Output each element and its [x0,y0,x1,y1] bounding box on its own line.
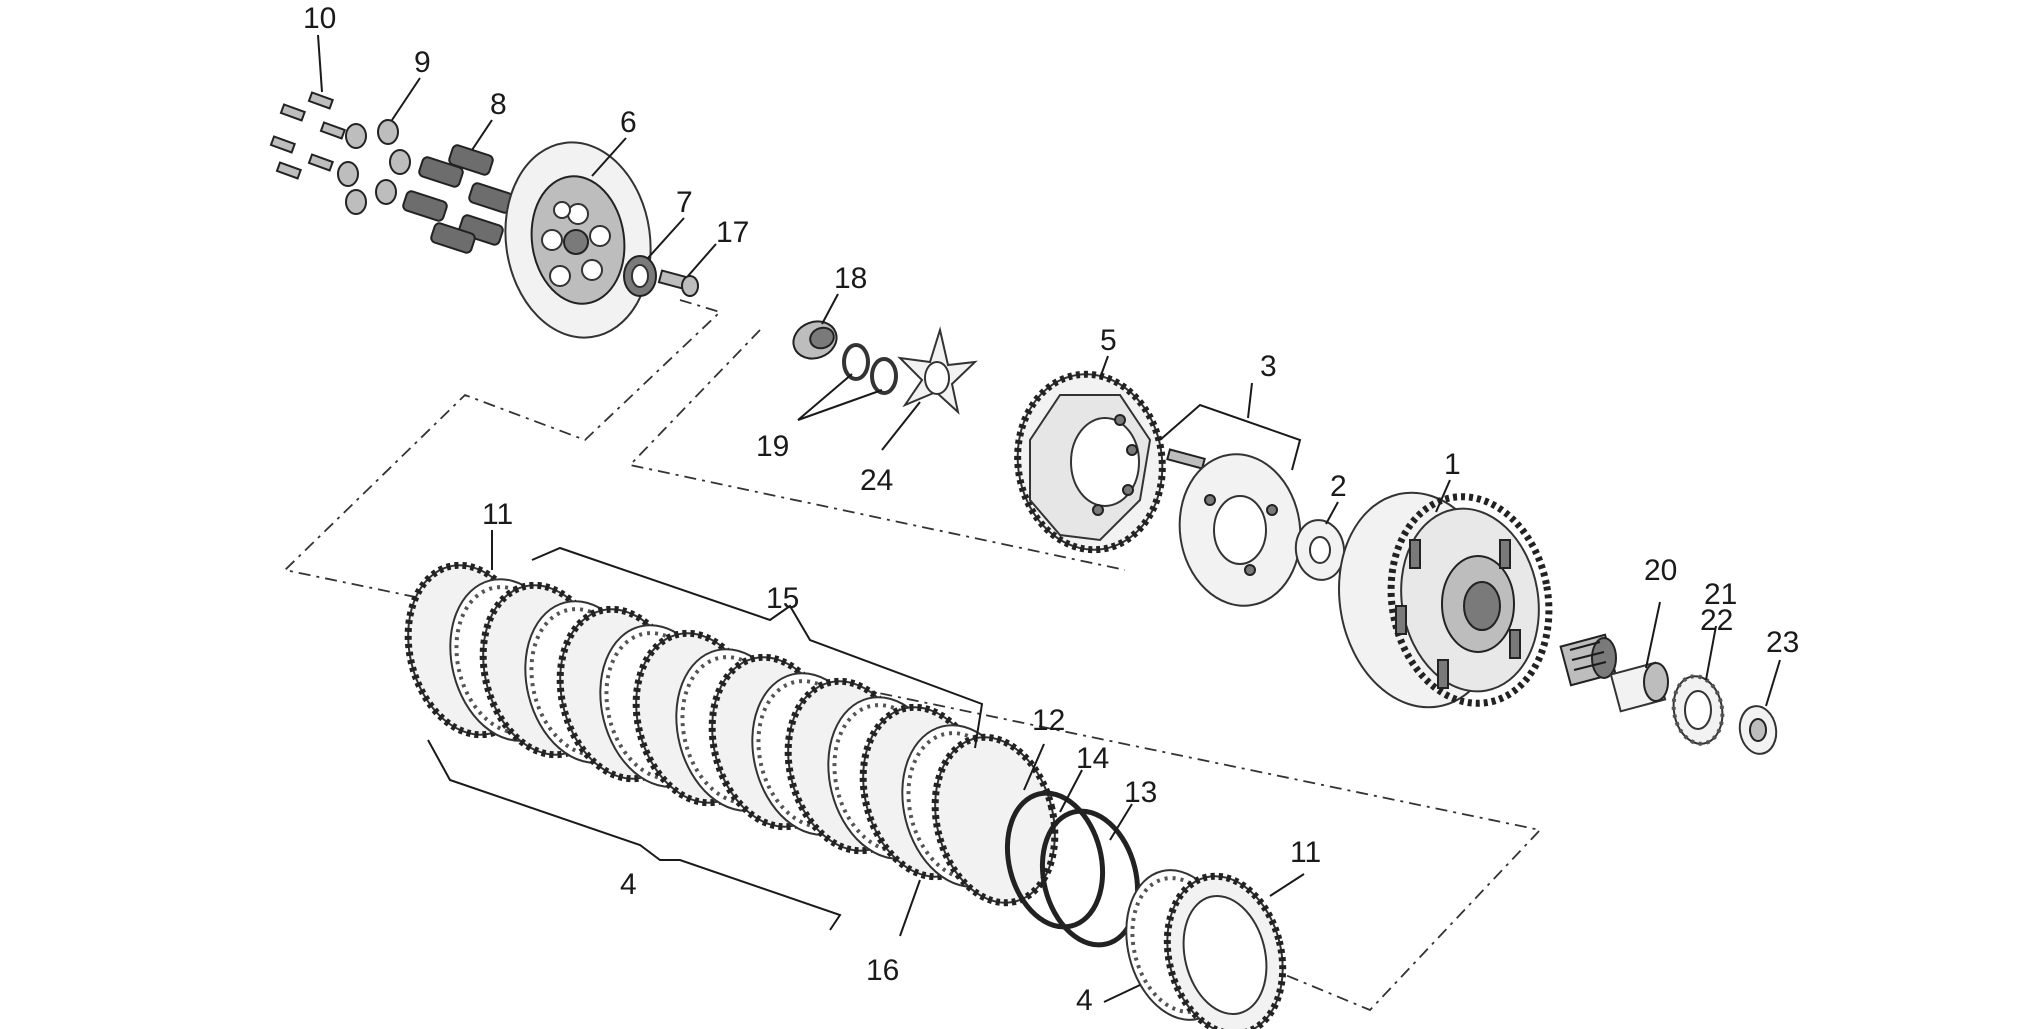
shim-pair [842,343,898,395]
callout-3: 3 [1260,350,1277,383]
callout-19: 19 [756,430,789,463]
callout-23: 23 [1766,626,1799,659]
bolt-set [269,91,346,180]
leader-lines [317,34,1781,1003]
bolt [275,161,302,180]
toothed-washer [1671,674,1725,746]
end-plate-pair [1125,869,1287,1029]
bolt [307,91,334,110]
retaining-rings [1004,790,1141,948]
callout-11-top: 11 [482,498,513,531]
callout-20: 20 [1644,554,1677,587]
callout-15: 15 [766,582,799,615]
callout-4-left: 4 [620,868,637,901]
callout-8: 8 [490,88,507,121]
callout-18: 18 [834,262,867,295]
pressure-plate [504,141,652,339]
callout-1: 1 [1444,448,1461,481]
callout-9: 9 [414,46,431,79]
callout-17: 17 [716,216,749,249]
callout-labels: 10 9 8 6 7 17 18 5 3 19 24 2 1 11 15 20 … [303,2,1799,1017]
clutch-plate-stack [404,561,1059,907]
callout-14: 14 [1076,742,1109,775]
bearing [623,255,657,297]
bolt [307,153,334,172]
callout-7: 7 [676,186,693,219]
callout-11-bottom: 11 [1290,836,1321,869]
thrust-washer [1294,519,1346,581]
callout-6: 6 [620,106,637,139]
callout-22: 22 [1700,604,1733,637]
washer-set [337,119,411,215]
callout-10: 10 [303,2,336,35]
callout-2: 2 [1330,470,1347,503]
callout-16: 16 [866,954,899,987]
clutch-hub [1014,370,1166,554]
end-washer [1738,705,1778,755]
callout-4-bottom: 4 [1076,984,1093,1017]
pushrod-piece [657,269,699,297]
bolt [269,135,296,154]
group-brackets [427,382,1302,931]
callout-5: 5 [1100,324,1117,357]
clutch-housing [1338,491,1553,709]
spacer-bush [1609,661,1669,713]
star-spring-washer [897,326,978,415]
callout-12: 12 [1032,704,1065,737]
needle-roller-cage [1559,633,1617,687]
spring-set [402,144,514,254]
callout-24: 24 [860,464,893,497]
bushing [792,320,838,360]
callout-13: 13 [1124,776,1157,809]
assembly-guide-lines [283,299,1542,1012]
callout-21: 21 [1704,578,1737,611]
drive-plate [1166,448,1302,607]
bolt [319,121,346,140]
bolt [279,103,306,122]
